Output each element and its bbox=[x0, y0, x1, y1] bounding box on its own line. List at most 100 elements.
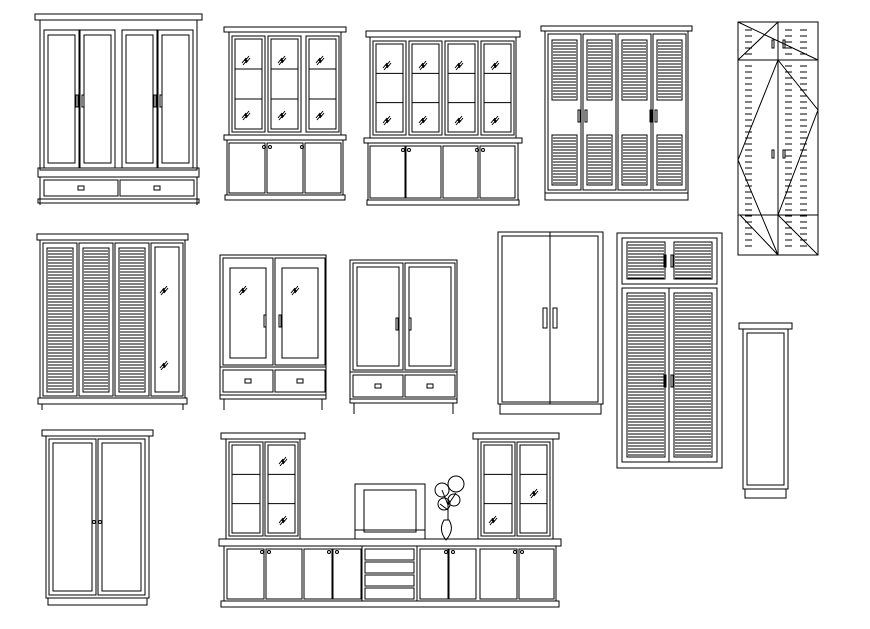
plinth-band bbox=[38, 168, 199, 177]
glass-door bbox=[481, 41, 514, 135]
glass-reflection bbox=[491, 61, 499, 70]
four-door-louvered-wardrobe bbox=[541, 26, 692, 200]
glass-reflection bbox=[278, 111, 286, 120]
door-inset bbox=[84, 35, 111, 163]
door bbox=[305, 143, 341, 193]
drawer-pull bbox=[154, 186, 160, 190]
door-inset bbox=[409, 267, 451, 366]
base bbox=[350, 399, 457, 403]
plinth bbox=[48, 598, 147, 605]
glass-reflection bbox=[279, 457, 287, 466]
top-cabinet bbox=[622, 238, 717, 284]
door bbox=[229, 143, 265, 193]
plain-two-door-wardrobe bbox=[498, 232, 603, 414]
door-knob bbox=[93, 521, 96, 524]
drawer bbox=[365, 575, 414, 586]
glass-door bbox=[306, 36, 339, 132]
door bbox=[420, 549, 448, 599]
drawer bbox=[405, 375, 455, 397]
louver-panel bbox=[622, 135, 647, 185]
two-door-wardrobe-with-drawers bbox=[350, 260, 457, 414]
glass bbox=[230, 268, 266, 358]
door bbox=[333, 549, 361, 599]
glass-reflection bbox=[291, 286, 299, 295]
door-handle bbox=[76, 95, 78, 107]
drawer-pull bbox=[375, 384, 381, 388]
door bbox=[353, 263, 403, 370]
door-handle bbox=[553, 308, 557, 328]
flower bbox=[448, 494, 460, 506]
louver-panel bbox=[587, 135, 612, 185]
door-handle bbox=[160, 95, 162, 107]
louver-panel bbox=[47, 248, 73, 392]
door bbox=[406, 146, 441, 198]
door-handle bbox=[655, 110, 657, 122]
door bbox=[79, 243, 113, 396]
glass-door bbox=[373, 41, 406, 135]
drawer bbox=[275, 370, 325, 392]
base bbox=[545, 193, 688, 200]
mirror bbox=[155, 247, 179, 392]
door bbox=[583, 34, 616, 190]
door-handle bbox=[82, 95, 84, 107]
door-knob bbox=[328, 551, 331, 554]
glass-reflection bbox=[455, 116, 463, 125]
drawer bbox=[365, 549, 414, 560]
counter bbox=[364, 138, 522, 143]
door bbox=[548, 34, 581, 190]
door-inset bbox=[53, 443, 92, 591]
body bbox=[743, 329, 788, 489]
glass-reflection bbox=[242, 111, 250, 120]
glass-reflection bbox=[455, 61, 463, 70]
door bbox=[480, 549, 517, 599]
base bbox=[367, 200, 519, 205]
glass-reflection bbox=[530, 489, 538, 498]
glass-frame bbox=[484, 445, 512, 533]
door bbox=[98, 439, 145, 595]
flower bbox=[448, 476, 464, 492]
louver-panel bbox=[587, 40, 612, 100]
door-inset bbox=[48, 35, 75, 163]
louver-panel bbox=[552, 40, 577, 100]
door-handle bbox=[543, 308, 547, 328]
counter-top bbox=[219, 539, 561, 546]
four-door-glass-display-cabinet bbox=[364, 31, 522, 205]
counter bbox=[224, 135, 346, 140]
door-handle bbox=[783, 150, 785, 158]
glass-frame bbox=[268, 445, 295, 533]
door-inset bbox=[747, 333, 784, 485]
diamond-pattern bbox=[738, 22, 818, 255]
glass-reflection bbox=[383, 116, 391, 125]
drawer-pull bbox=[245, 379, 251, 383]
door-handle bbox=[664, 255, 666, 267]
glass-door bbox=[268, 36, 301, 132]
door-knob bbox=[408, 149, 411, 152]
cornice bbox=[366, 31, 520, 37]
door bbox=[443, 146, 478, 198]
door-handle bbox=[772, 150, 774, 158]
glass-reflection bbox=[160, 286, 168, 295]
door-handle bbox=[409, 318, 411, 330]
drawer bbox=[44, 180, 118, 196]
glass-door bbox=[229, 442, 263, 536]
drawer-pull bbox=[427, 384, 433, 388]
door-inset bbox=[357, 267, 399, 366]
door-handle bbox=[650, 110, 652, 122]
door bbox=[370, 146, 405, 198]
louvered-wardrobe-with-mirror-door bbox=[37, 234, 188, 410]
door-handle bbox=[783, 40, 785, 48]
glass-frame bbox=[448, 44, 475, 132]
door-inset bbox=[126, 35, 153, 163]
cornice bbox=[35, 14, 202, 20]
glass-reflection bbox=[160, 361, 168, 370]
louver-panel bbox=[627, 242, 665, 279]
louvered-wardrobe-with-top-cabinet bbox=[617, 233, 722, 468]
door bbox=[227, 549, 264, 599]
door-knob bbox=[482, 149, 485, 152]
glass-door bbox=[445, 41, 478, 135]
glass-reflection bbox=[239, 286, 247, 295]
door-knob bbox=[269, 146, 272, 149]
glass-reflection bbox=[491, 116, 499, 125]
drawer-pull bbox=[78, 186, 84, 190]
